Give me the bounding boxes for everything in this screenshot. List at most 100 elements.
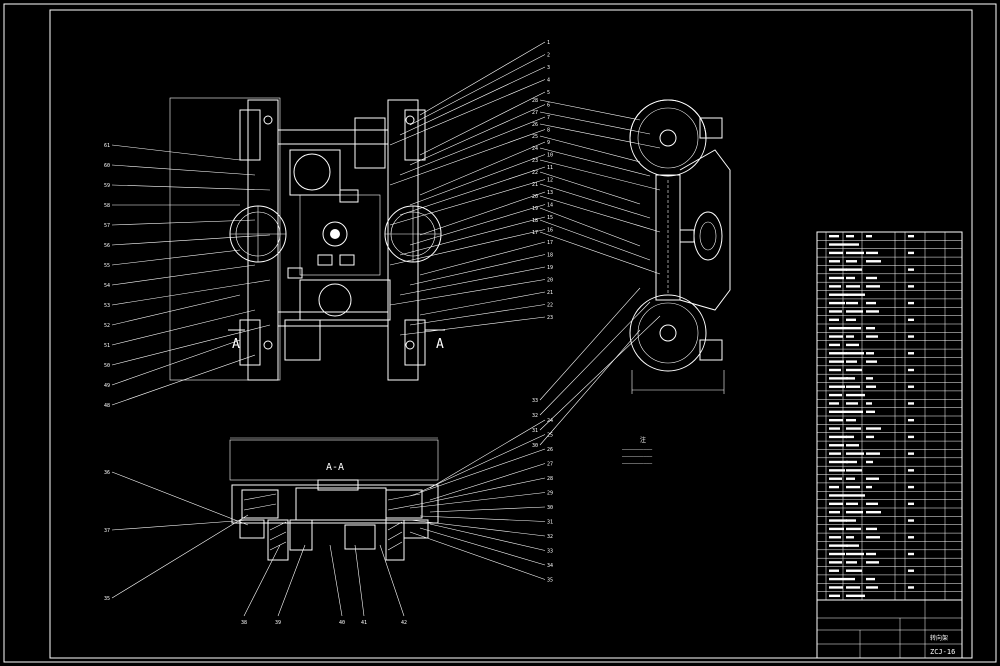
section-view: A-A [229,437,439,561]
callout-label: 12 [547,178,553,184]
callout-40: 40 [329,544,345,626]
inner-frame [49,9,973,659]
section-marker-right: A [436,337,444,352]
callout-label: 19 [532,206,538,212]
outer-frame [3,3,997,663]
callout-25: 25 [419,433,553,493]
callout-13: 13 [419,190,553,236]
callout-label: 28 [547,476,553,482]
bom-row [829,293,865,296]
callout-label: 29 [547,491,553,497]
callout-label: 22 [547,303,553,309]
callout-label: 23 [532,158,538,164]
bom-row [829,510,881,514]
callout-54: 54 [104,264,256,289]
section-title: A-A [326,462,344,473]
callout-label: 14 [547,203,553,209]
callout-34: 34 [419,527,553,569]
bom-row [829,301,914,305]
callout-label: 49 [104,383,110,389]
callout-30: 30 [429,505,553,513]
bom-row [829,385,914,388]
bom-table [816,231,963,601]
callout-58: 58 [104,203,240,209]
bom-row [829,527,877,531]
bom-row [829,318,914,322]
callout-12: 12 [389,178,553,226]
callout-27: 27 [429,462,553,501]
callout-label: 4 [547,78,550,84]
callout-label: 30 [547,505,553,511]
callout-6: 6 [409,103,550,166]
callout-label: 18 [532,218,538,224]
callout-label: 16 [547,228,553,234]
callout-label: 32 [532,413,538,419]
callout-3: 3 [399,65,550,136]
callout-14: 14 [409,203,553,246]
callout-17: 17 [532,230,661,275]
bom-row [829,561,879,564]
callout-label: 41 [361,620,367,626]
callout-7: 7 [399,115,550,176]
callout-label: 17 [532,230,538,236]
callout-label: 24 [532,146,538,152]
callout-label: 59 [104,183,110,189]
callout-label: 19 [547,265,553,271]
callout-label: 31 [532,428,538,434]
callout-36: 36 [104,470,249,526]
callout-23: 23 [399,315,553,336]
callout-33: 33 [429,523,553,555]
callout-label: 52 [104,323,110,329]
section-marker-left: A [232,337,240,352]
callout-label: 35 [104,596,110,602]
callout-label: 54 [104,283,110,289]
callout-1: 1 [419,40,550,116]
notes-title: 注 [640,436,646,444]
callout-10: 10 [409,153,553,206]
callout-17: 17 [419,240,553,276]
bom-row [829,260,881,263]
bom-row [829,444,859,447]
bom-row [829,519,914,522]
callout-57: 57 [104,219,256,229]
callout-26: 26 [532,122,661,149]
callout-label: 33 [532,398,538,404]
bom-row [829,285,914,288]
callout-label: 11 [547,165,553,171]
callout-label: 25 [532,134,538,140]
callout-label: 53 [104,303,110,309]
callout-32: 32 [409,519,553,540]
callout-label: 39 [275,620,281,626]
bom-row [829,502,914,506]
drawing-number: ZCJ-16 [930,648,955,656]
callout-32: 32 [532,301,651,419]
side-view [629,99,731,394]
bom-row [829,577,875,581]
callout-61: 61 [104,143,241,161]
callout-42: 42 [379,544,407,626]
bom-row [829,460,873,464]
callout-label: 58 [104,203,110,209]
callout-label: 1 [547,40,550,46]
bom-row [829,552,914,556]
callout-label: 20 [547,278,553,284]
callout-label: 18 [547,253,553,259]
bom-row [829,335,914,338]
main-view-callouts: 6160595857565554535251504948123456789101… [104,40,553,409]
callout-label: 37 [104,528,110,534]
bom-row [829,368,914,372]
callout-label: 25 [547,433,553,439]
callout-35: 35 [104,514,249,602]
bom-row [829,402,914,405]
callout-label: 6 [547,103,550,109]
callout-21: 21 [532,182,651,219]
callout-label: 15 [547,215,553,221]
callout-label: 17 [547,240,553,246]
callout-label: 26 [547,447,553,453]
main-top-view: A A [169,97,445,381]
bom-row [829,360,877,363]
callout-53: 53 [104,279,271,309]
callout-26: 26 [409,447,553,497]
bom-row [829,393,865,397]
